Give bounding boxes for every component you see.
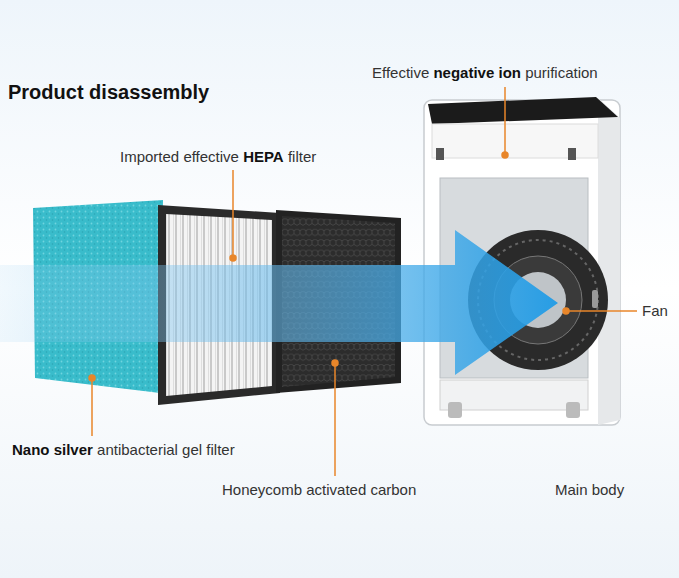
leader-line [334,363,336,476]
label-word: filter [288,148,316,165]
title: Product disassembly [8,80,209,104]
part-label: Imported effective HEPA filter [120,148,316,166]
label-word: antibacterial [97,441,178,458]
housing-side [598,98,620,425]
housing [424,100,620,425]
leader-dot [89,375,95,381]
label-word: effective [183,148,239,165]
top-panel [428,97,618,124]
label-word: ion [498,64,521,81]
purifier-body [424,97,620,425]
label-word: Honeycomb [222,481,302,498]
leader-line [566,310,637,312]
label-word: negative [433,64,494,81]
leader-line [504,87,506,155]
base [440,380,588,410]
label-word: body [592,481,625,498]
label-word: Effective [372,64,429,81]
clip [436,148,444,160]
part-label: Honeycomb activated carbon [222,481,416,499]
label-word: purification [525,64,598,81]
leader-dot [230,255,236,261]
part-label: Nano silver antibacterial gel filter [12,441,235,459]
foot [566,402,580,418]
label-word: Main [555,481,588,498]
label-word: HEPA [243,148,284,165]
label-word: activated [306,481,366,498]
part-label: Effective negative ion purification [372,64,598,82]
part-label: Fan [642,302,668,320]
leader-line [232,170,234,258]
label-word: Fan [642,302,668,319]
leader-dot [502,152,508,158]
label-word: Nano [12,441,50,458]
airflow-arrow [0,230,558,375]
leader-dot [332,360,338,366]
leader-dot [563,308,569,314]
label-word: silver [54,441,93,458]
label-word: gel [182,441,202,458]
label-word: carbon [370,481,416,498]
latch [592,290,598,308]
foot [448,402,462,418]
part-label: Main body [555,481,624,499]
leader-line [91,378,93,436]
label-word: Imported [120,148,179,165]
label-word: filter [206,441,234,458]
clip [568,148,576,160]
